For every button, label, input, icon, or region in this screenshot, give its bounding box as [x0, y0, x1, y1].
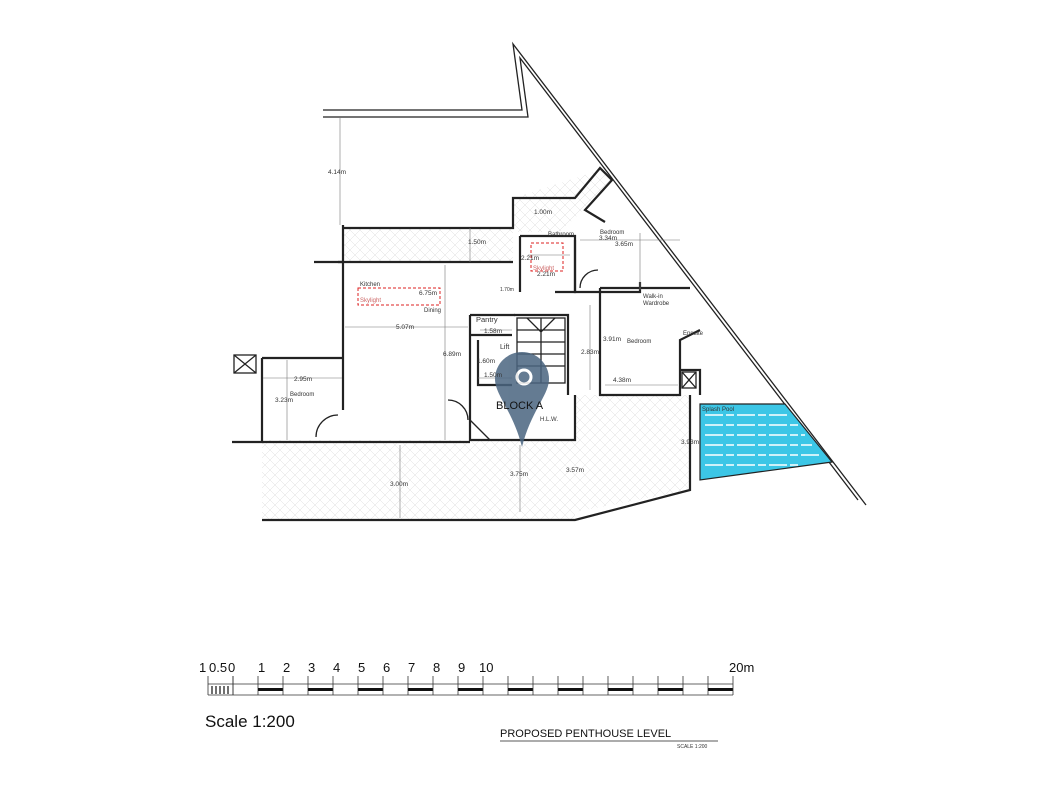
- scale-text: Scale 1:200: [205, 712, 295, 731]
- hlw-label: H.L.W.: [540, 417, 558, 423]
- scale-tick-label: 3: [308, 660, 315, 675]
- scale-tick-label: 0: [228, 660, 235, 675]
- room-bedroom-right: Bedroom: [627, 339, 651, 345]
- dim-label: 3.93m: [681, 439, 699, 446]
- dim-label: 6.75m: [419, 290, 437, 297]
- dim-label: 4.14m: [328, 169, 346, 176]
- scale-tick-label: 5: [358, 660, 365, 675]
- room-bathroom: Bathroom: [548, 232, 574, 238]
- dim-label: 1.00m: [534, 209, 552, 216]
- skylight-label: Skylight: [360, 298, 381, 304]
- dimension-lines: [263, 118, 680, 518]
- scale-tick-label: 7: [408, 660, 415, 675]
- dim-label: 6.89m: [443, 351, 461, 358]
- scale-tick-label: 0.5: [209, 660, 227, 675]
- skylight-kitchen: [357, 287, 441, 306]
- dim-label: 1.50m: [484, 372, 502, 379]
- walls: [232, 166, 702, 522]
- dim-label: 1.60m: [477, 358, 495, 365]
- dim-label: 3.00m: [390, 481, 408, 488]
- drawing-subtitle: SCALE 1:200: [677, 744, 708, 750]
- scale-tick-label: 8: [433, 660, 440, 675]
- scale-segment: [458, 688, 483, 691]
- scale-segment: [358, 688, 383, 691]
- scale-tick-label: 6: [383, 660, 390, 675]
- scale-tick-label: 20m: [729, 660, 754, 675]
- scale-segment: [658, 688, 683, 691]
- block-label: BLOCK A: [496, 400, 544, 412]
- scale-tick-label: 1: [199, 660, 206, 675]
- dim-label: 1.58m: [484, 328, 502, 335]
- dim-label: 2.21m: [537, 271, 555, 278]
- dim-label: 3.91m: [603, 336, 621, 343]
- room-bedroom-top: Bedroom: [600, 230, 624, 236]
- dim-label: 2.21m: [521, 255, 539, 262]
- terrace-areas: [262, 170, 690, 520]
- dim-label: 5.07m: [396, 324, 414, 331]
- scale-segment: [708, 688, 733, 691]
- scale-tick-label: 9: [458, 660, 465, 675]
- scale-tick-label: 10: [479, 660, 493, 675]
- scale-segment: [508, 688, 533, 691]
- skylight-bathroom: [530, 242, 564, 272]
- room-kitchen: Kitchen: [360, 282, 380, 288]
- room-bedroom-left: Bedroom: [290, 392, 314, 398]
- room-lift: Lift: [500, 344, 509, 351]
- dim-label: 1.50m: [468, 239, 486, 246]
- dim-label: 2.83m: [581, 349, 599, 356]
- dim-label: 3.23m: [275, 397, 293, 404]
- dim-label: 4.38m: [613, 377, 631, 384]
- scale-segment: [258, 688, 283, 691]
- dim-label: 3.65m: [615, 241, 633, 248]
- scale-segment: [608, 688, 633, 691]
- room-pantry: Pantry: [476, 315, 498, 324]
- scale-segment: [308, 688, 333, 691]
- drawing-title: PROPOSED PENTHOUSE LEVEL: [500, 728, 671, 740]
- scale-tick-label: 2: [283, 660, 290, 675]
- scale-tick-label: 4: [333, 660, 340, 675]
- room-ensuite: Ensuite: [683, 331, 704, 337]
- dim-label: 2.95m: [294, 376, 312, 383]
- location-pin-icon: [495, 352, 549, 447]
- dim-label: 3.75m: [510, 471, 528, 478]
- skylight-label: Skylight: [533, 266, 554, 272]
- site-boundary: [323, 41, 867, 506]
- scale-segment: [408, 688, 433, 691]
- room-splash-pool: Splash Pool: [702, 407, 734, 413]
- room-dining: Dining: [424, 308, 441, 314]
- splash-pool: [699, 403, 834, 481]
- scale-segment: [558, 688, 583, 691]
- room-wardrobe: Wardrobe: [643, 301, 670, 307]
- room-walkin: Walk-in: [643, 294, 663, 300]
- dim-label: 3.57m: [566, 467, 584, 474]
- dim-label: 3.34m: [599, 235, 617, 242]
- dim-label: 1.70m: [500, 287, 514, 293]
- scale-tick-label: 1: [258, 660, 265, 675]
